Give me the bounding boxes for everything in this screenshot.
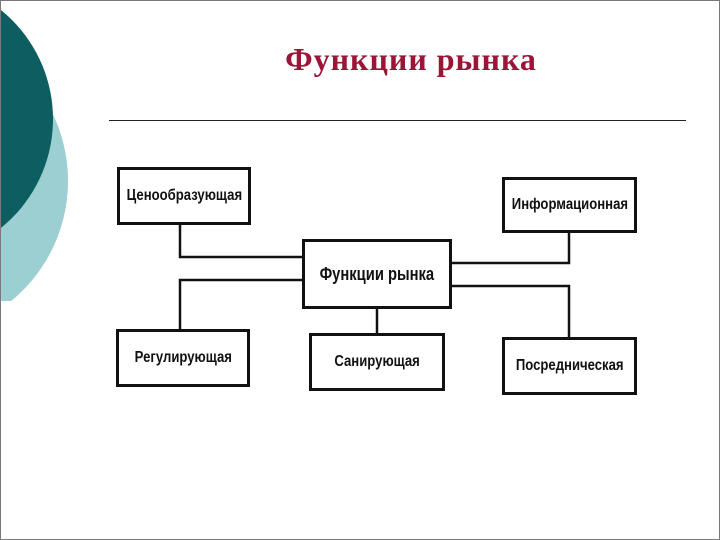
center-node: Функции рынка <box>302 239 452 309</box>
slide-title: Функции рынка <box>285 41 537 77</box>
title-divider <box>109 120 686 121</box>
node-price-forming-label: Ценообразующая <box>126 187 242 204</box>
decor-circle-dark <box>1 10 53 228</box>
node-price-forming: Ценообразующая <box>117 167 251 225</box>
node-informational-label: Информационная <box>511 196 628 213</box>
decorative-circles <box>1 10 68 301</box>
node-regulating-label: Регулирующая <box>134 349 232 366</box>
node-informational: Информационная <box>502 177 637 233</box>
node-sanitizing-label: Санирующая <box>334 353 420 370</box>
node-sanitizing: Санирующая <box>309 333 445 391</box>
center-node-label: Функции рынка <box>319 263 435 284</box>
connector-intermediary <box>452 284 571 337</box>
node-intermediary: Посредническая <box>502 337 637 395</box>
connector-info <box>452 233 571 265</box>
connector-regulating <box>178 278 302 329</box>
node-intermediary-label: Посредническая <box>515 357 624 374</box>
node-regulating: Регулирующая <box>116 329 250 387</box>
connector-price <box>178 225 302 259</box>
